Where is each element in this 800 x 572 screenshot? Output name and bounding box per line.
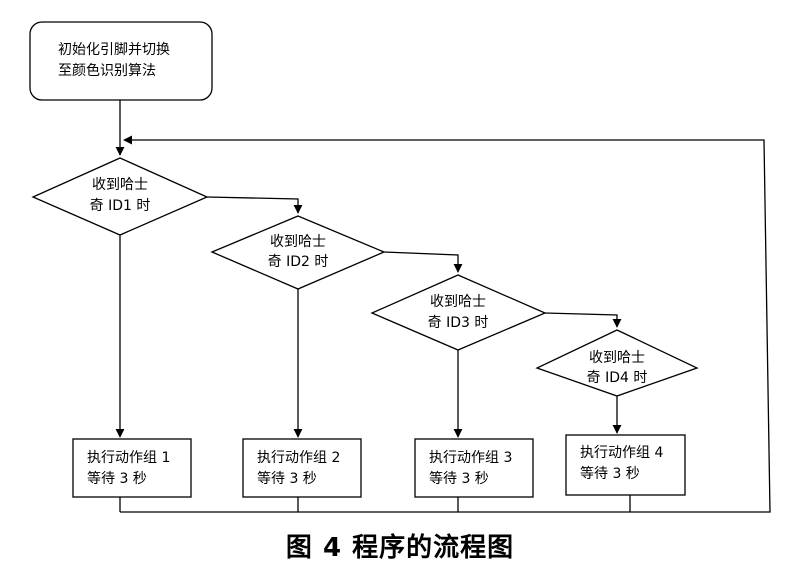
action-1-line-1: 执行动作组 1 — [87, 450, 171, 466]
connector-decision-3-to-4 — [544, 312, 622, 328]
action-4-line-1: 执行动作组 4 — [580, 445, 664, 461]
decision-1-line-2: 奇 ID1 时 — [89, 198, 151, 214]
connector-decision-1-to-2 — [206, 196, 303, 214]
decision-1-line-1: 收到哈士 — [92, 177, 148, 193]
connector-decision-2-to-3 — [383, 251, 463, 273]
decision-2-line-2: 奇 ID2 时 — [267, 254, 329, 270]
action-3-line-1: 执行动作组 3 — [429, 450, 513, 466]
action-2-line-1: 执行动作组 2 — [257, 450, 341, 466]
action-box-4 — [565, 434, 686, 496]
action-3-line-2: 等待 3 秒 — [429, 471, 489, 487]
figure-caption: 图 4 程序的流程图 — [285, 533, 515, 563]
decision-4-line-1: 收到哈士 — [589, 350, 645, 366]
start-box-line-2: 至颜色识别算法 — [58, 63, 156, 79]
start-box — [29, 21, 213, 101]
action-1-line-2: 等待 3 秒 — [87, 471, 147, 487]
decision-4-line-2: 奇 ID4 时 — [586, 370, 648, 386]
decision-3-line-2: 奇 ID3 时 — [427, 315, 489, 331]
start-box-line-1: 初始化引脚并切换 — [58, 42, 170, 58]
decision-3-line-1: 收到哈士 — [430, 294, 486, 310]
action-box-3 — [414, 438, 534, 498]
decision-2-line-1: 收到哈士 — [270, 234, 326, 250]
action-box-2 — [242, 438, 362, 498]
action-4-line-2: 等待 3 秒 — [580, 466, 640, 482]
return-loop-line — [120, 135, 771, 513]
action-box-1 — [72, 438, 192, 498]
action-2-line-2: 等待 3 秒 — [257, 471, 317, 487]
